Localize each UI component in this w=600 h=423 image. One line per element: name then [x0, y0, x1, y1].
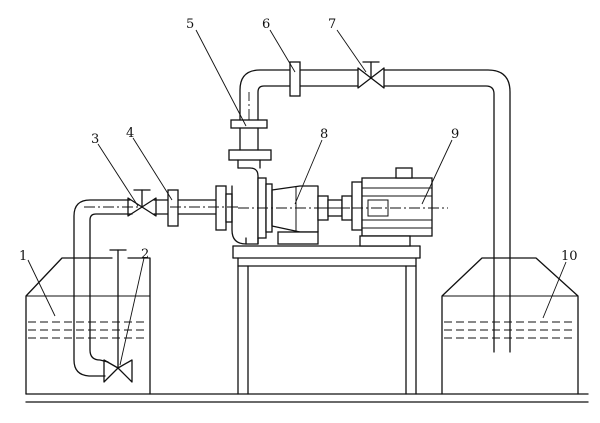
pump-inlet [170, 185, 240, 231]
bearing-housing [271, 185, 319, 245]
discharge-pipe [230, 69, 511, 353]
callout-5: 5 [186, 17, 194, 32]
leader-lines [27, 29, 567, 366]
foot-valve [103, 249, 133, 383]
suction-pipe [73, 199, 217, 377]
ground-base [25, 393, 589, 403]
callout-10: 10 [561, 249, 578, 264]
callout-6: 6 [262, 17, 270, 32]
callout-8: 8 [320, 127, 328, 142]
pump-stand [232, 245, 421, 395]
suction-valve [127, 189, 157, 217]
callout-7: 7 [328, 17, 336, 32]
suction-tank [25, 257, 151, 395]
callout-labels: 1 2 3 4 5 6 7 8 9 10 [19, 17, 578, 264]
callout-2: 2 [141, 247, 149, 262]
pump-casing [228, 149, 273, 245]
callout-4: 4 [126, 126, 134, 141]
motor [351, 167, 433, 247]
callout-1: 1 [19, 249, 27, 264]
callout-3: 3 [91, 132, 99, 147]
callout-9: 9 [451, 127, 459, 142]
discharge-flange [289, 61, 301, 97]
discharge-valve [357, 61, 385, 89]
suction-flange [167, 189, 179, 227]
